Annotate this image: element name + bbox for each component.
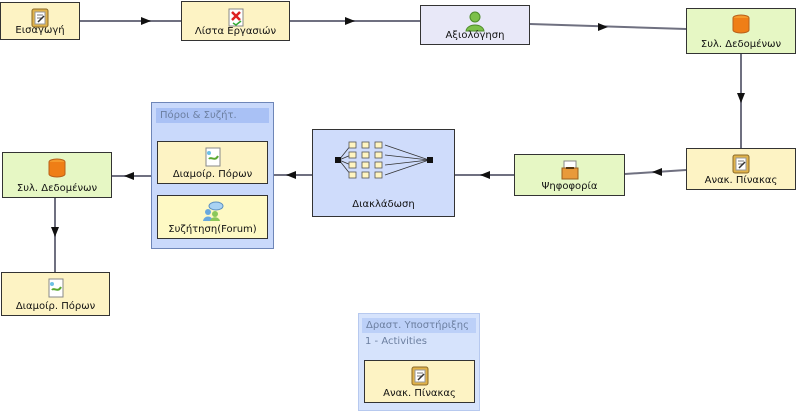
tool-axiologisi[interactable]: Αξιολόγηση (420, 5, 530, 45)
activity-anak-bottom[interactable]: Ανακ. Πίνακας (364, 360, 475, 403)
arrowhead (737, 93, 745, 103)
node-label: Ανακ. Πίνακας (704, 175, 778, 186)
arrowhead (286, 171, 296, 179)
node-label: Συζήτηση(Forum) (168, 224, 257, 235)
node-label: Αξιολόγηση (445, 30, 505, 41)
arrowhead (124, 172, 134, 180)
node-label: Διαμοίρ. Πόρων (172, 169, 253, 180)
branching-diaklad[interactable]: Διακλάδωση (312, 129, 455, 217)
node-label: Συλ. Δεδομένων (700, 39, 782, 50)
notepad-icon (732, 154, 750, 174)
node-label: Διαμοίρ. Πόρων (15, 301, 96, 312)
checklist-x-icon (228, 8, 243, 27)
arrowhead (598, 23, 608, 31)
gate-psifoforia[interactable]: Ψηφοφορία (514, 154, 625, 196)
group-subtitle: 1 - Activities (365, 336, 427, 347)
node-label: Ψηφοφορία (541, 181, 598, 192)
node-label: Εισαγωγή (15, 25, 65, 36)
activity-eisagogi[interactable]: Εισαγωγή (0, 2, 80, 40)
node-label: Διακλάδωση (352, 199, 415, 210)
tool-diamoir-group[interactable]: Διαμοίρ. Πόρων (157, 141, 268, 184)
group-resources[interactable]: Πόροι & Συζήτ. Διαμοίρ. Πόρων Συζήτηση(F… (151, 102, 274, 249)
tool-syzitisi[interactable]: Συζήτηση(Forum) (157, 195, 268, 239)
forum-users-icon (202, 201, 223, 221)
group-support[interactable]: Δραστ. Υποστήριξης 1 - Activities Ανακ. … (358, 313, 480, 411)
arrowhead (480, 171, 490, 179)
database-icon (48, 158, 66, 178)
group-title: Πόροι & Συζήτ. (156, 108, 269, 123)
notepad-icon (31, 8, 49, 28)
node-label: Λίστα Εργασιών (194, 26, 277, 37)
notepad-icon (411, 366, 428, 386)
ballot-box-icon (561, 160, 578, 180)
database-icon (732, 14, 750, 34)
node-label: Συλ. Δεδομένων (16, 183, 98, 194)
activity-lista[interactable]: Λίστα Εργασιών (181, 1, 290, 41)
shared-document-icon (48, 278, 63, 298)
activity-anak-right[interactable]: Ανακ. Πίνακας (686, 148, 796, 190)
arrowhead (141, 17, 151, 25)
branching-icon (335, 141, 433, 179)
user-icon (465, 11, 485, 32)
arrowhead (345, 17, 355, 25)
tool-diamoir-bottom[interactable]: Διαμοίρ. Πόρων (1, 272, 110, 316)
gate-syl-left[interactable]: Συλ. Δεδομένων (2, 152, 112, 198)
gate-syl-top[interactable]: Συλ. Δεδομένων (686, 8, 796, 54)
group-title: Δραστ. Υποστήριξης (362, 318, 476, 333)
arrowhead (652, 168, 662, 176)
arrowhead (51, 227, 59, 237)
shared-document-icon (205, 147, 220, 167)
transition-axiologisi-syl (529, 23, 687, 30)
node-label: Ανακ. Πίνακας (383, 388, 456, 399)
